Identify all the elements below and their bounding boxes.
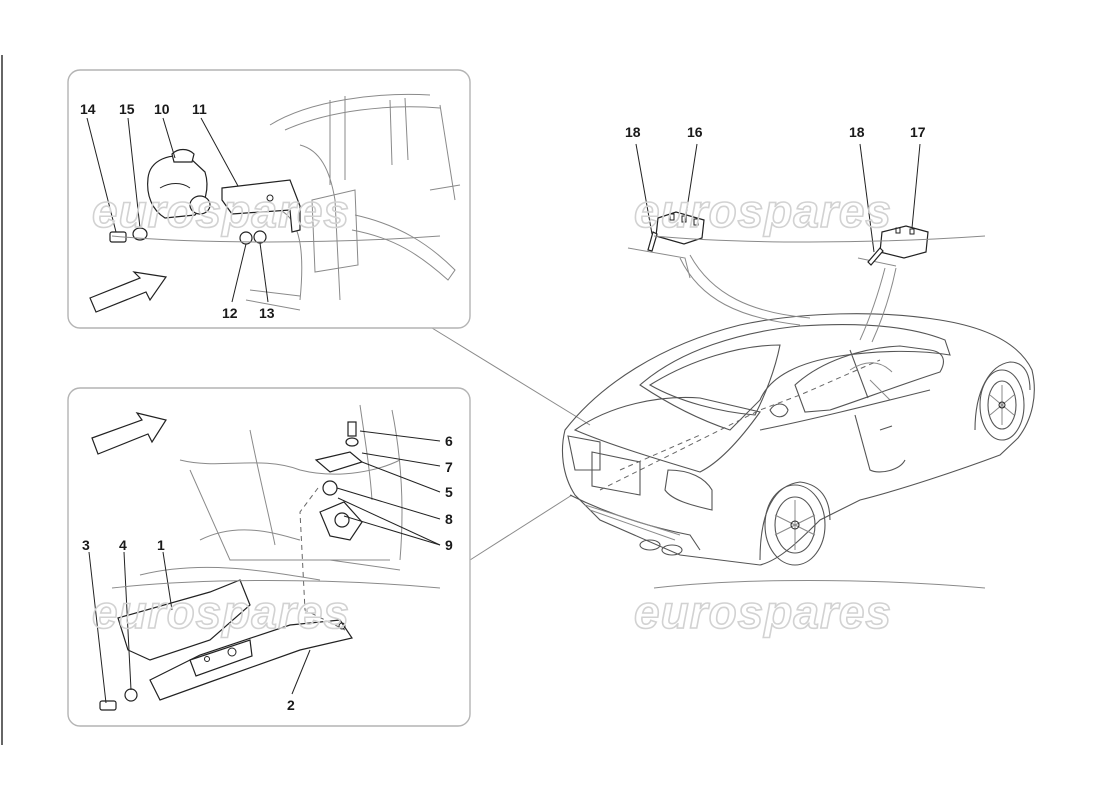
svg-text:eurospares: eurospares: [92, 586, 350, 638]
callout-2: 2: [287, 697, 295, 713]
callout-18-left: 18: [625, 124, 641, 140]
svg-text:eurospares: eurospares: [634, 185, 892, 237]
callout-18-right: 18: [849, 124, 865, 140]
leader-lines-bottom: [88, 430, 441, 704]
callout-7: 7: [445, 459, 453, 475]
watermark-logo: eurospares: [633, 580, 986, 639]
callout-12: 12: [222, 305, 238, 321]
connector-line: [431, 327, 591, 426]
connector-line: [469, 494, 573, 561]
watermark-logo: eurospares: [91, 580, 441, 639]
svg-text:eurospares: eurospares: [92, 185, 350, 237]
callout-1: 1: [157, 537, 165, 553]
detail-drawing-bottom: [91, 404, 403, 711]
callout-3: 3: [82, 537, 90, 553]
leader-lines-top: [86, 117, 269, 303]
callout-16: 16: [687, 124, 703, 140]
callout-9: 9: [445, 537, 453, 553]
callout-13: 13: [259, 305, 275, 321]
callout-14: 14: [80, 101, 96, 117]
callout-5: 5: [445, 484, 453, 500]
watermark-logo: eurospares: [91, 184, 441, 243]
detail-drawing-top: [89, 93, 461, 313]
callout-4: 4: [119, 537, 127, 553]
callout-6: 6: [445, 433, 453, 449]
car-drawing: [561, 211, 1035, 566]
callout-10: 10: [154, 101, 170, 117]
svg-text:eurospares: eurospares: [634, 586, 892, 638]
callout-8: 8: [445, 511, 453, 527]
callout-11: 11: [192, 101, 207, 117]
callout-15: 15: [119, 101, 135, 117]
callout-17: 17: [910, 124, 926, 140]
leader-lines-car: [635, 143, 921, 253]
watermark-logo: eurospares: [633, 184, 986, 243]
